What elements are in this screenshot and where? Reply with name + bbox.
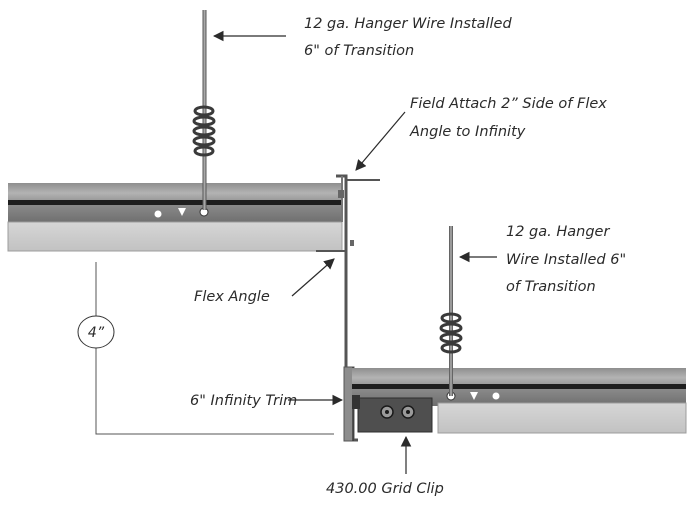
lower-ceiling-tile [437,402,687,434]
screw-icon [338,190,344,198]
down-arrow-icon [470,392,478,400]
grid-clip-body [357,397,433,433]
upper-ceiling-panel [7,183,343,252]
screw-icon [352,395,360,409]
rivet-icon [350,240,354,246]
callout-hanger-wire-top: 12 ga. Hanger Wire Installed 6" of Trans… [304,16,512,59]
hanger-wire-coil-icon [192,105,216,157]
arrow-icon [355,111,406,171]
grid-clip [352,395,433,433]
callout-grid-clip: 430.00 Grid Clip [326,481,444,497]
screw-center [385,410,389,414]
hanger-wire [202,10,207,210]
callout-flex-angle: Flex Angle [194,289,270,305]
callout-line: of Transition [506,279,596,295]
callout-line: 6" of Transition [304,43,414,59]
callout-field-attach: Field Attach 2” Side of Flex Angle to In… [409,96,607,140]
dimension-bubble [77,315,115,349]
callout-line: 12 ga. Hanger Wire Installed [304,16,512,32]
arrow-icon [291,258,335,297]
upper-hanger-wire [192,10,216,210]
down-arrow-icon [178,208,186,216]
callout-hanger-wire-right: 12 ga. Hanger Wire Installed 6" of Trans… [506,224,626,295]
hanger-hole-icon [492,392,500,400]
hanger-hole-icon [154,210,162,218]
hanger-wire-coil-icon [439,312,463,354]
callout-line: Field Attach 2” Side of Flex [410,96,607,112]
screw-center [406,410,410,414]
hanger-wire [449,226,453,396]
upper-reveal-line [8,200,342,205]
callout-line: Wire Installed 6" [506,252,626,268]
callout-line: Angle to Infinity [409,124,526,140]
upper-ceiling-tile [7,221,343,252]
callout-line: 12 ga. Hanger [506,224,610,240]
dimension-label: 4” [88,325,105,341]
callout-infinity-trim: 6" Infinity Trim [190,393,297,409]
lower-reveal-line [352,384,686,389]
height-dimension: 4” [77,262,334,435]
lower-hanger-wire [439,226,463,396]
